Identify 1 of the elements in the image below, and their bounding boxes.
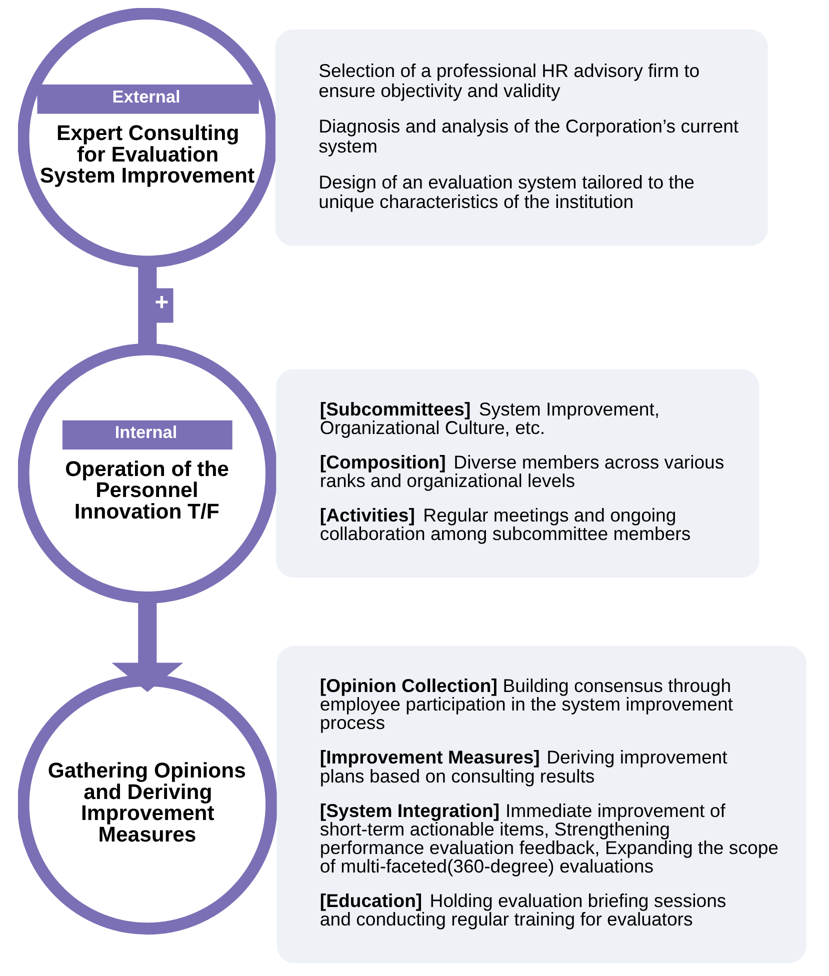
edge-label: + bbox=[154, 289, 169, 316]
